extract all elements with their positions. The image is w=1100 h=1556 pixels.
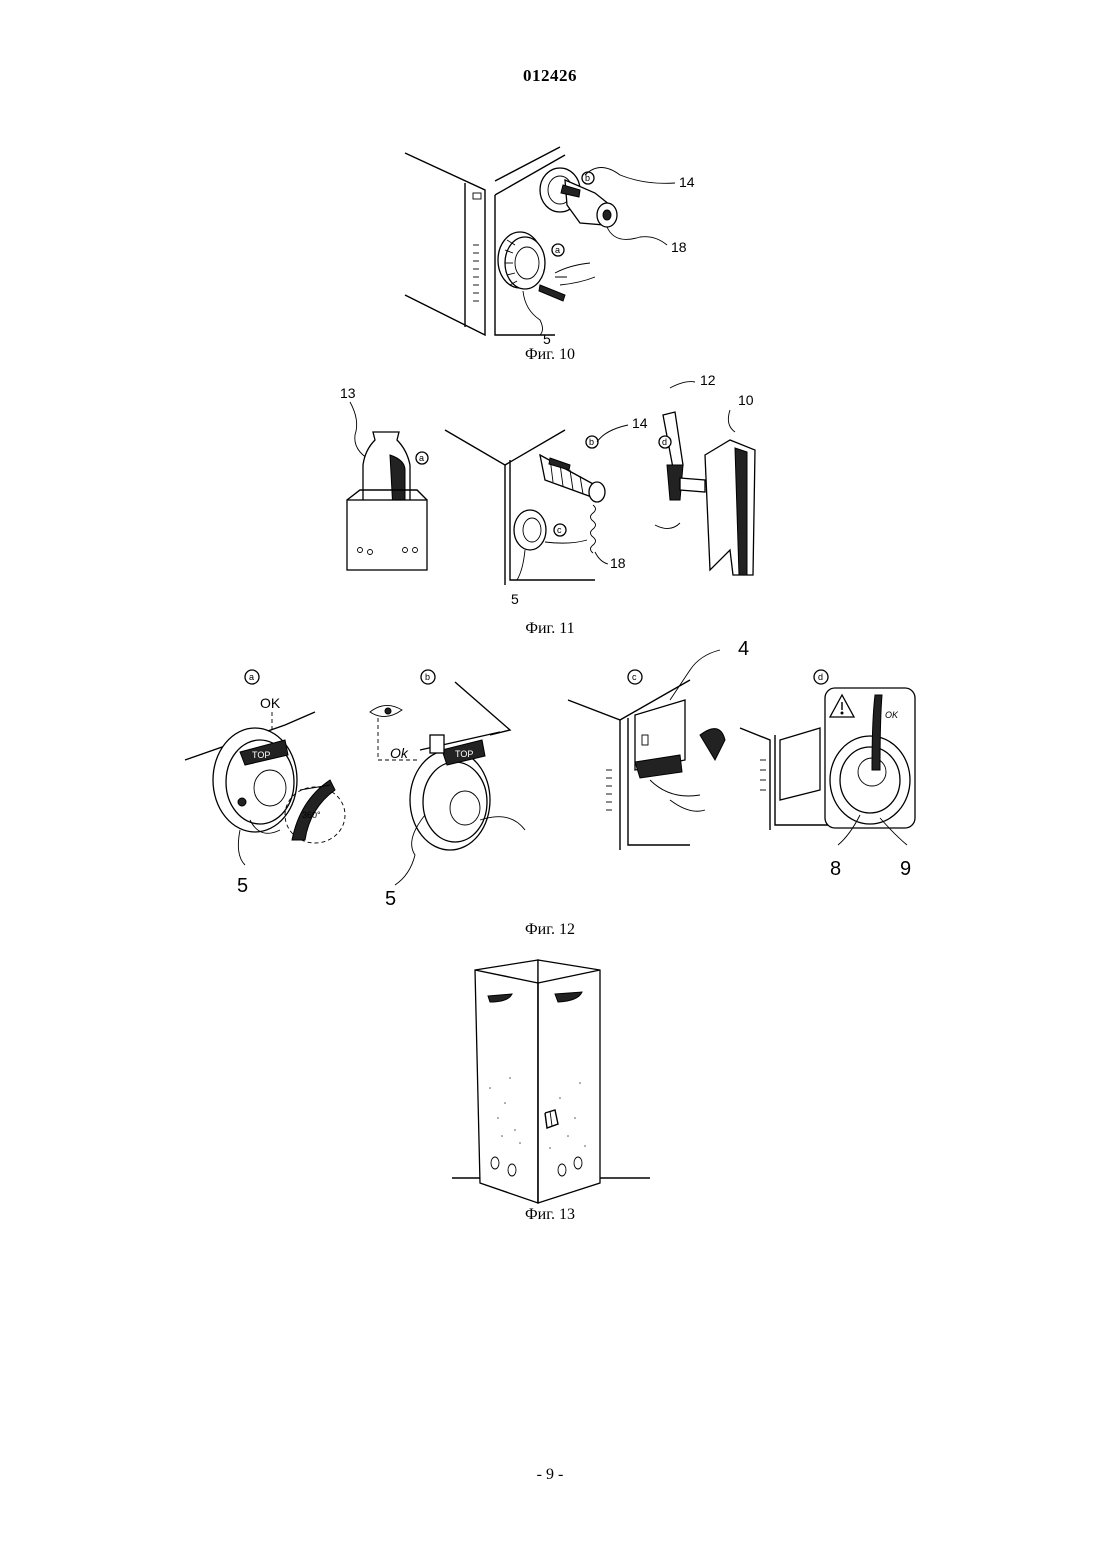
fig12-ok-d: OK [885,710,899,720]
fig12-top-b: TOP [455,749,473,759]
fig11-step-b-label: b [589,437,594,447]
fig12-label-5-a: 5 [237,875,248,897]
figure-12-drawing: a OK TOP 360° 5 b Ok TOP 5 c 4 d OK [180,640,920,910]
fig12-top-a: TOP [252,750,270,760]
fig12-step-a-label: a [249,672,254,682]
figure-11-caption: Фиг. 11 [0,620,1100,638]
fig12-label-5-b: 5 [385,888,396,910]
fig11-label-13: 13 [340,385,356,401]
fig12-step-d-label: d [818,672,823,682]
fig10-label-18: 18 [671,239,687,255]
fig11-label-18: 18 [610,555,626,571]
figure-10-caption: Фиг. 10 [0,346,1100,364]
figure-13-caption: Фиг. 13 [0,1206,1100,1224]
fig11-step-d-label: d [662,437,667,447]
fig12-label-8: 8 [830,858,841,880]
fig12-ok-a: OK [260,695,281,711]
fig11-label-5: 5 [511,591,519,607]
figure-12-caption: Фиг. 12 [0,921,1100,939]
fig11-label-14: 14 [632,415,648,431]
fig10-label-14: 14 [679,174,695,190]
figure-11-drawing: 13 a b 14 18 c 5 12 d 10 [335,370,775,580]
fig10-step-a-label: a [555,245,560,255]
figure-10-drawing: b a 14 18 5 [395,145,715,350]
fig11-label-12: 12 [700,372,716,388]
figure-13-drawing [450,958,655,1208]
fig12-step-b-label: b [425,672,430,682]
fig12-step-c-label: c [632,672,637,682]
fig11-step-a-label: a [419,453,424,463]
page-number: - 9 - [0,1466,1100,1484]
fig10-label-5: 5 [543,331,551,347]
fig11-step-c-label: c [557,525,562,535]
fig12-ok-b: Ok [390,745,409,761]
fig12-degrees: 360° [302,810,321,820]
fig12-label-4: 4 [738,638,749,660]
fig12-label-9: 9 [900,858,911,880]
document-number: 012426 [0,66,1100,86]
fig11-label-10: 10 [738,392,754,408]
